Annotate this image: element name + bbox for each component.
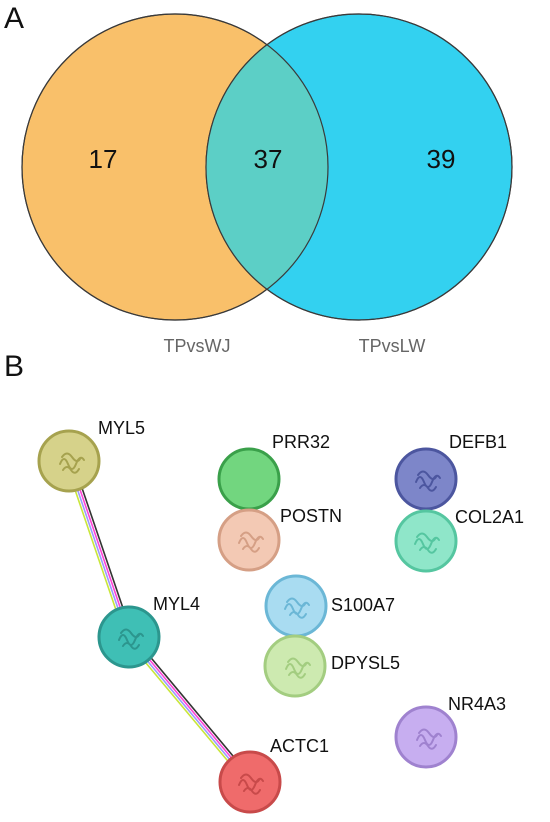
venn-label-tpvslw: TPvsLW (359, 336, 426, 356)
protein-structure-icon (416, 728, 442, 750)
node-prr32[interactable]: PRR32 (217, 432, 330, 511)
protein-structure-icon (238, 773, 264, 795)
venn-count-tpvswj-only: 17 (89, 144, 118, 174)
protein-structure-icon (284, 597, 310, 619)
network-edges (64, 459, 254, 785)
node-label: MYL4 (153, 594, 200, 614)
venn-overlap-region (206, 14, 328, 320)
node-circle (264, 574, 328, 638)
node-circle (394, 447, 458, 511)
node-circle (97, 605, 161, 669)
venn-diagram: 17 37 39 TPvsWJ TPvsLW (21, 13, 513, 356)
node-label: POSTN (280, 506, 342, 526)
node-circle (263, 634, 327, 698)
protein-structure-icon (285, 657, 311, 679)
node-label: DEFB1 (449, 432, 507, 452)
node-label: COL2A1 (455, 507, 524, 527)
node-postn[interactable]: POSTN (217, 506, 342, 572)
panel-label-a: A (4, 2, 25, 35)
node-label: DPYSL5 (331, 653, 400, 673)
venn-outline-right (205, 13, 513, 321)
node-label: S100A7 (331, 595, 395, 615)
protein-structure-icon (414, 532, 440, 554)
venn-label-tpvswj: TPvsWJ (164, 336, 231, 356)
node-col2a1[interactable]: COL2A1 (394, 507, 524, 573)
node-circle (394, 705, 458, 769)
protein-structure-icon (415, 470, 441, 492)
node-nr4a3[interactable]: NR4A3 (394, 694, 506, 769)
protein-structure-icon (238, 531, 264, 553)
node-myl5[interactable]: MYL5 (37, 418, 145, 493)
venn-outline-left (21, 13, 329, 321)
node-circle (217, 508, 281, 572)
node-myl4[interactable]: MYL4 (97, 594, 200, 669)
venn-count-tpvslw-only: 39 (427, 144, 456, 174)
node-label: ACTC1 (270, 736, 329, 756)
node-s100a7[interactable]: S100A7 (264, 574, 395, 638)
protein-structure-icon (59, 452, 85, 474)
node-defb1[interactable]: DEFB1 (394, 432, 507, 511)
node-label: NR4A3 (448, 694, 506, 714)
venn-count-overlap: 37 (254, 144, 283, 174)
node-circle (394, 509, 458, 573)
node-dpysl5[interactable]: DPYSL5 (263, 634, 400, 698)
edge-myl4-actc1-line-0 (131, 634, 254, 781)
node-actc1[interactable]: ACTC1 (218, 736, 329, 814)
node-label: PRR32 (272, 432, 330, 452)
edge-myl4-actc1-line-3 (125, 638, 248, 785)
protein-structure-icon (118, 628, 144, 650)
panel-label-b: B (4, 350, 25, 383)
node-circle (218, 750, 282, 814)
node-label: MYL5 (98, 418, 145, 438)
node-circle (37, 429, 101, 493)
node-circle (217, 447, 281, 511)
